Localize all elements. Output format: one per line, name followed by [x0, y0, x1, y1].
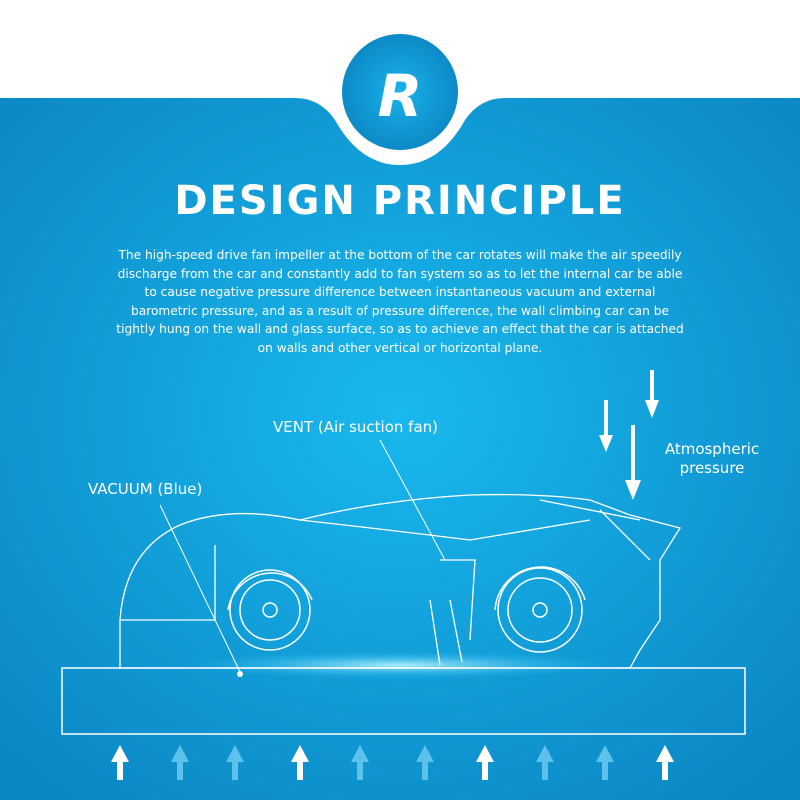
surface: [61, 667, 746, 735]
brand-logo: R: [377, 62, 423, 130]
wheels: [227, 566, 586, 653]
atmospheric-arrows: [599, 370, 659, 500]
atmospheric-label: Atmospheric pressure: [664, 440, 760, 477]
vacuum-label: VACUUM (Blue): [88, 480, 203, 498]
vent-label: VENT (Air suction fan): [273, 418, 439, 436]
description: The high-speed drive fan impeller at the…: [116, 248, 684, 355]
page-title: DESIGN PRINCIPLE: [174, 178, 626, 224]
leader-lines: [159, 439, 446, 673]
bottom-arrows: [111, 745, 674, 780]
car-outline: [119, 493, 682, 669]
